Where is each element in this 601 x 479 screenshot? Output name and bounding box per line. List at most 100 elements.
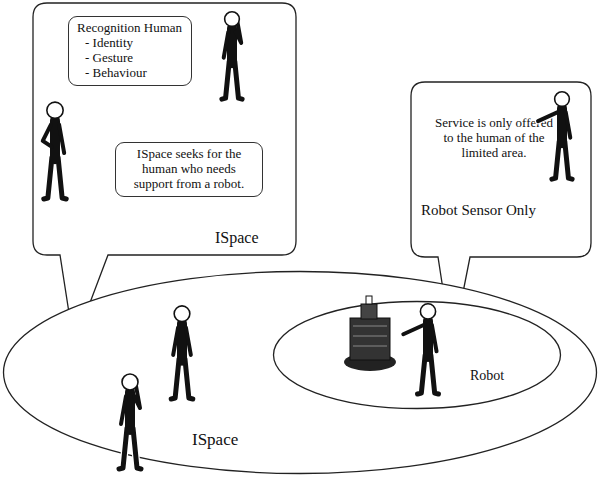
figure-halo (418, 355, 426, 394)
box-text: ISpace seeks for the human who needs sup… (124, 147, 254, 192)
figure-halo (565, 141, 572, 179)
figure-halo (235, 61, 242, 99)
figure-limb (44, 157, 52, 199)
figure-head (555, 92, 570, 107)
human-figure (222, 12, 242, 99)
figure-halo (422, 321, 435, 357)
area-label: ISpace (192, 430, 238, 450)
robot-panel-line (353, 336, 387, 337)
figure-limb (119, 428, 127, 469)
human-figure (403, 304, 438, 394)
figure-limb (565, 141, 572, 179)
box-text: - Gesture (77, 51, 183, 66)
robot-head (361, 304, 377, 319)
figure-limb (403, 325, 424, 335)
figure-limb (227, 28, 237, 63)
ellipse-outline (272, 300, 562, 410)
figure-halo (134, 386, 140, 408)
figure-halo (176, 324, 189, 361)
figure-halo (59, 125, 64, 154)
figure-limb (186, 327, 191, 354)
ispace-area: ISpace Robot (2, 270, 598, 475)
robot-panel-line (353, 326, 387, 327)
figure-halo (222, 61, 229, 99)
figure-limb (552, 141, 559, 179)
figure-limb (431, 355, 439, 394)
figure-limb (224, 32, 229, 58)
figure-limb (121, 396, 126, 424)
figure-limb (566, 112, 571, 138)
figure-halo (432, 325, 437, 352)
area-label: Robot (470, 368, 504, 384)
figure-limb (43, 125, 52, 147)
figure-limb (538, 112, 558, 121)
figure-limb (173, 327, 178, 354)
robot-panel-line (353, 346, 387, 347)
figure-limb (125, 392, 135, 430)
figure-halo (124, 392, 137, 430)
figure-limb (557, 108, 567, 143)
area-ellipse (274, 302, 561, 409)
figure-limb (59, 125, 64, 154)
figure-halo (58, 157, 66, 199)
figure-halo (133, 428, 141, 469)
human-figure (119, 374, 141, 469)
figure-limb (236, 23, 242, 43)
figure-halo (556, 108, 569, 143)
figure-limb (58, 157, 66, 199)
robot-area: Robot (272, 300, 562, 410)
speech-bubble: ISpace Recognition Human- Identity- Gestu… (33, 3, 296, 255)
human-figure (171, 306, 193, 399)
figure-halo (185, 359, 193, 399)
figure-head (174, 306, 190, 322)
figure-halo (538, 112, 558, 121)
figure-limb (185, 359, 193, 399)
figure-limb (423, 321, 433, 357)
figure-halo (403, 325, 424, 335)
figure-halo (226, 28, 239, 63)
figure-limb (177, 324, 187, 361)
human-figure (43, 102, 66, 199)
human-figure (538, 92, 572, 179)
figure-halo (171, 359, 179, 399)
area-label: Robot Sensor Only (421, 202, 536, 219)
area-label: Service is only offered to the human of … (429, 116, 559, 161)
figure-halo (236, 23, 242, 43)
figure-halo (121, 396, 126, 424)
figure-halo (173, 327, 178, 354)
figure-limb (50, 120, 60, 159)
area-label: ISpace (215, 229, 259, 247)
robot-sensor (366, 296, 372, 304)
figure-limb (133, 428, 141, 469)
box-text: - Identity (77, 36, 183, 51)
figure-halo (49, 120, 62, 159)
figure-limb (134, 386, 140, 408)
robot-body (350, 318, 390, 360)
figure-halo (43, 125, 52, 147)
area-ellipse (4, 272, 597, 474)
robot-illustration (344, 296, 396, 371)
box-text: - Behaviour (77, 66, 183, 81)
robot-base (344, 353, 396, 371)
figure-limb (222, 61, 229, 99)
speech-bubble: Service is only offered to the human of … (411, 82, 591, 257)
figure-halo (552, 141, 559, 179)
figure-head (47, 102, 63, 118)
figure-head (122, 374, 138, 390)
figure-limb (171, 359, 179, 399)
figure-halo (119, 428, 127, 469)
figure-halo (44, 157, 52, 199)
note-box: ISpace seeks for the human who needs sup… (115, 142, 263, 197)
figure-limb (432, 325, 437, 352)
figure-limb (235, 61, 242, 99)
figure-halo (224, 32, 229, 58)
figure-halo (186, 327, 191, 354)
box-text: Recognition Human (77, 21, 183, 36)
figure-halo (566, 112, 571, 138)
figure-head (225, 12, 240, 27)
figure-limb (418, 355, 426, 394)
recognition-box: Recognition Human- Identity- Gesture- Be… (68, 16, 192, 86)
figure-halo (431, 355, 439, 394)
figure-head (420, 304, 435, 319)
